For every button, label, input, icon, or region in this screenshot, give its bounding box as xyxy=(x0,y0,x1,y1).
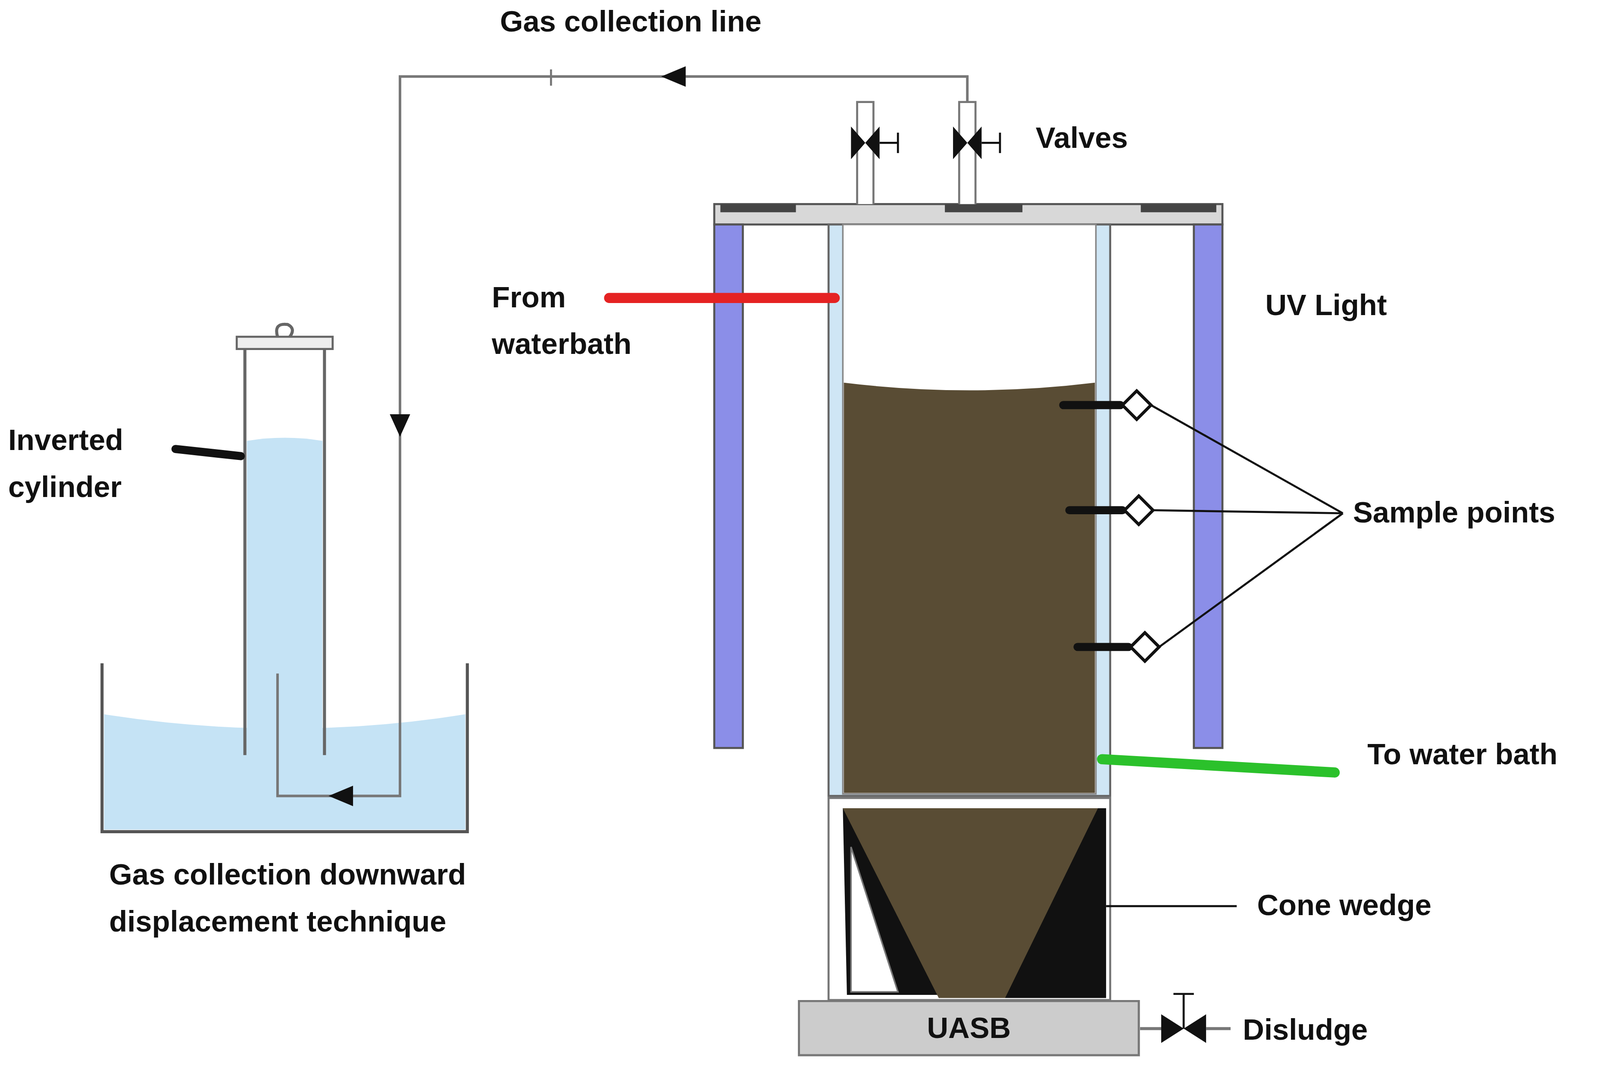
node-text: UASB xyxy=(926,1011,1011,1045)
technique-label: Gas collection downward displacement tec… xyxy=(109,850,559,945)
cylinder-label: Inverted cylinder xyxy=(8,416,187,511)
cone-label: Cone wedge xyxy=(1257,881,1513,929)
base-plate: UASB xyxy=(797,1000,1140,1057)
lamp-label: UV Light xyxy=(1265,281,1469,329)
valve-label: Valves xyxy=(1035,114,1189,162)
line-label: Gas collection line xyxy=(500,0,868,45)
sample-label: Sample points xyxy=(1353,488,1596,536)
inlet-label: From waterbath xyxy=(491,273,681,368)
outlet-label: To water bath xyxy=(1367,730,1577,778)
disludge-label: Disludge xyxy=(1242,1006,1447,1054)
